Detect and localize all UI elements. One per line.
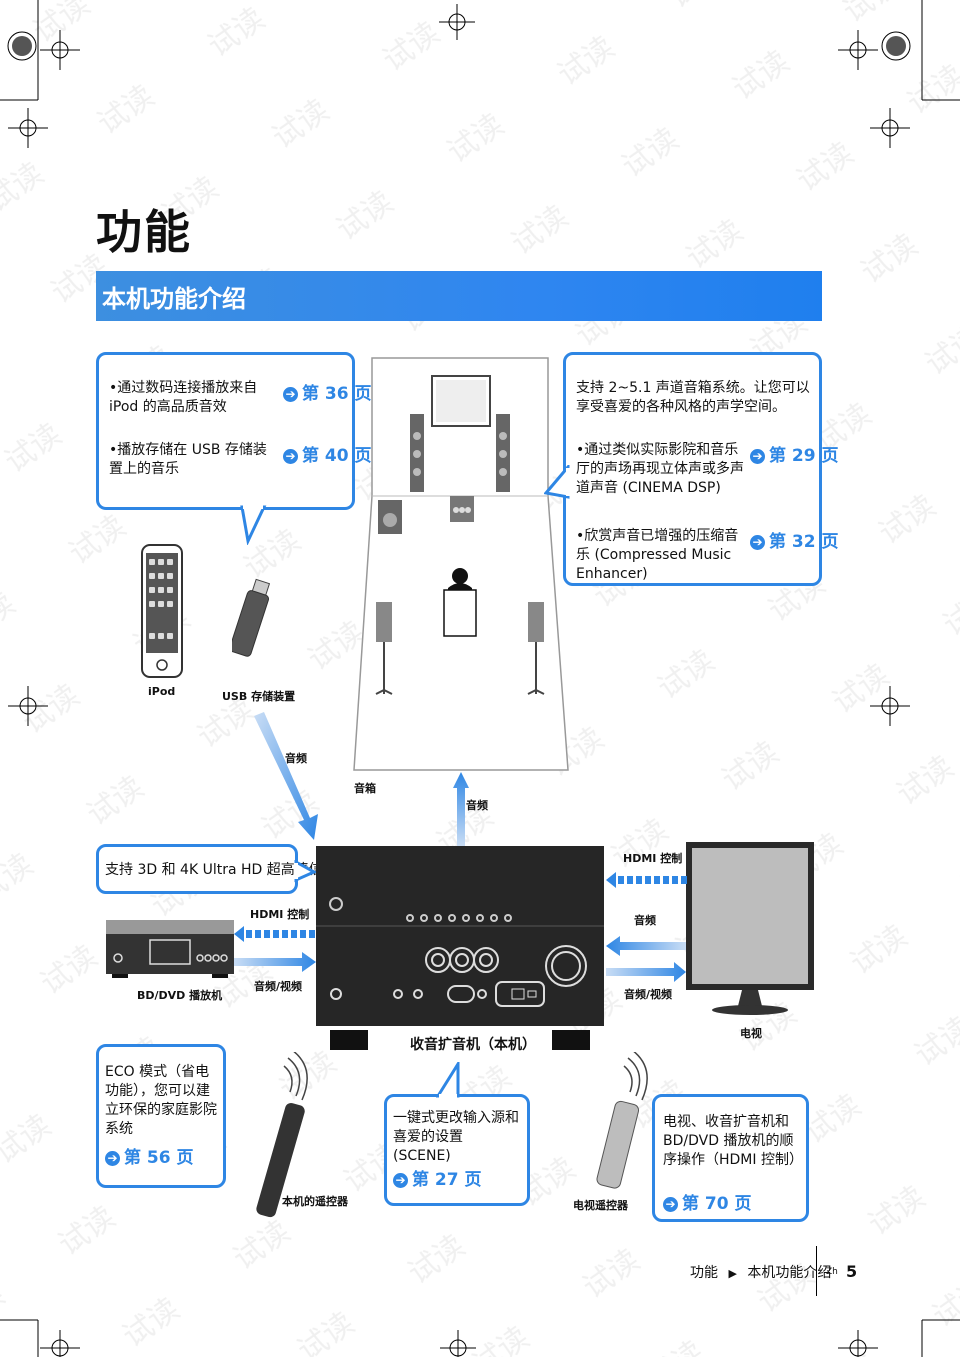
callout-item-text: •欣赏声音已增强的压缩音乐 (Compressed Music Enhancer… (576, 528, 739, 582)
callout-ipod-usb: •通过数码连接播放来自 iPod 的高品质音效 ➔第 36 页 •播放存储在 U… (96, 352, 372, 510)
page-ref-link[interactable]: ➔第 27 页 (393, 1165, 482, 1190)
page-ref-link[interactable]: ➔第 29 页 (750, 441, 839, 466)
callout-item-text: •通过数码连接播放来自 iPod 的高品质音效 (109, 380, 258, 415)
hdmi-control-label: HDMI 控制 (250, 908, 310, 921)
section-header-band: 本机功能介绍 (96, 271, 822, 321)
language-code: Zh (826, 1267, 838, 1277)
usb-label: USB 存储装置 (222, 690, 296, 703)
arrow-icon: ➔ (750, 534, 765, 550)
receiver-label: 收音扩音机（本机） (410, 1037, 536, 1053)
receiver-foot (552, 1030, 590, 1050)
callout-eco-mode: ECO 模式（省电功能），您可以建立环保的家庭影院系统 ➔第 56 页 (96, 1044, 226, 1188)
page-ref-link[interactable]: ➔第 56 页 (105, 1143, 194, 1168)
usb-stick (232, 578, 271, 657)
unit-remote-control (256, 1052, 308, 1218)
arrow-icon: ➔ (283, 448, 298, 464)
arrow-icon: ➔ (393, 1172, 408, 1188)
arrow-icon: ➔ (750, 448, 765, 464)
callout-tail (240, 505, 267, 545)
ipod-label: iPod (148, 685, 176, 698)
callout-intro-text: 支持 2~5.1 声道音箱系统。让您可以享受喜爱的各种风格的声学空间。 (576, 380, 810, 415)
arrow-icon: ➔ (105, 1150, 120, 1166)
callout-speaker-system: 支持 2~5.1 声道音箱系统。让您可以享受喜爱的各种风格的声学空间。 •通过类… (563, 352, 839, 586)
footer-divider (816, 1246, 817, 1296)
callout-text: 电视、收音扩音机和 BD/DVD 播放机的顺序操作（HDMI 控制） (663, 1114, 803, 1168)
callout-tail (436, 1062, 460, 1098)
av-receiver (316, 846, 604, 1026)
audio-label: 音频 (285, 752, 307, 765)
callout-text: 一键式更改输入源和喜爱的设置 (SCENE) (393, 1110, 519, 1164)
av-label: 音频/视频 (624, 988, 673, 1001)
callout-text: 支持 3D 和 4K Ultra HD 超高清信号 (105, 862, 337, 878)
page-ref-link[interactable]: ➔第 70 页 (663, 1189, 752, 1214)
tv-connection-arrows (606, 872, 687, 982)
callout-tail (294, 860, 316, 883)
unit-remote-label: 本机的遥控器 (282, 1195, 348, 1208)
bd-connection-arrows (234, 926, 316, 972)
callout-item-text: •播放存储在 USB 存储装置上的音乐 (109, 442, 267, 477)
page-number: 5 (846, 1262, 858, 1281)
callout-item-text: •通过类似实际影院和音乐厅的声场再现立体声或多声道声音 (CINEMA DSP) (576, 442, 744, 496)
callout-3d-4k: 支持 3D 和 4K Ultra HD 超高清信号 (96, 844, 337, 894)
ipod-device (141, 544, 183, 678)
section-title: 本机功能介绍 (102, 285, 246, 313)
arrow-icon: ➔ (283, 386, 298, 402)
bd-label: BD/DVD 播放机 (137, 989, 223, 1002)
breadcrumb-item[interactable]: 本机功能介绍 (747, 1265, 832, 1281)
triangle-right-icon: ▶ (728, 1267, 737, 1280)
callout-hdmi-control: 电视、收音扩音机和 BD/DVD 播放机的顺序操作（HDMI 控制） ➔第 70… (652, 1094, 809, 1222)
callout-scene: 一键式更改输入源和喜爱的设置 (SCENE) ➔第 27 页 (384, 1094, 530, 1206)
receiver-front-panel (316, 846, 604, 1026)
hdmi-control-label: HDMI 控制 (623, 852, 683, 865)
audio-arrow-up (453, 772, 469, 846)
tv-label: 电视 (740, 1027, 762, 1040)
bd-dvd-player (106, 920, 234, 978)
callout-text: ECO 模式（省电功能），您可以建立环保的家庭影院系统 (105, 1064, 217, 1137)
audio-arrow-usb (254, 712, 318, 840)
page-title: 功能 (96, 205, 192, 259)
audio-label: 音频 (634, 914, 656, 927)
footer-breadcrumb: 功能 ▶ 本机功能介绍 (690, 1262, 831, 1282)
page-ref-link[interactable]: ➔第 36 页 (283, 379, 372, 404)
page-ref-link[interactable]: ➔第 40 页 (283, 441, 372, 466)
tv-remote-control (596, 1052, 648, 1189)
speaker-room-diagram (353, 357, 569, 771)
breadcrumb-item[interactable]: 功能 (690, 1265, 718, 1281)
audio-label: 音频 (466, 799, 488, 812)
arrow-icon: ➔ (663, 1196, 678, 1212)
page-ref-link[interactable]: ➔第 32 页 (750, 527, 839, 552)
callout-tail (544, 465, 570, 499)
av-label: 音频/视频 (254, 980, 303, 993)
tv-remote-label: 电视遥控器 (573, 1199, 628, 1212)
receiver-foot (330, 1030, 368, 1050)
speakers-label: 音箱 (354, 782, 376, 795)
television (686, 842, 814, 1015)
